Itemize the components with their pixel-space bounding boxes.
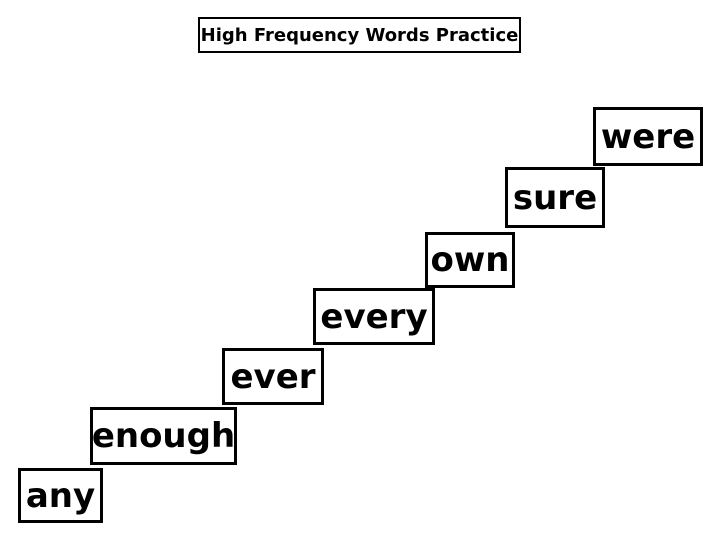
word-card-ever: ever	[222, 348, 324, 405]
slide-title: High Frequency Words Practice	[198, 17, 521, 53]
word-card-were: were	[593, 107, 703, 166]
word-card-every: every	[313, 288, 435, 345]
word-card-sure: sure	[505, 167, 605, 228]
word-card-any: any	[18, 468, 103, 523]
word-card-own: own	[425, 232, 515, 288]
word-card-enough: enough	[90, 407, 237, 465]
